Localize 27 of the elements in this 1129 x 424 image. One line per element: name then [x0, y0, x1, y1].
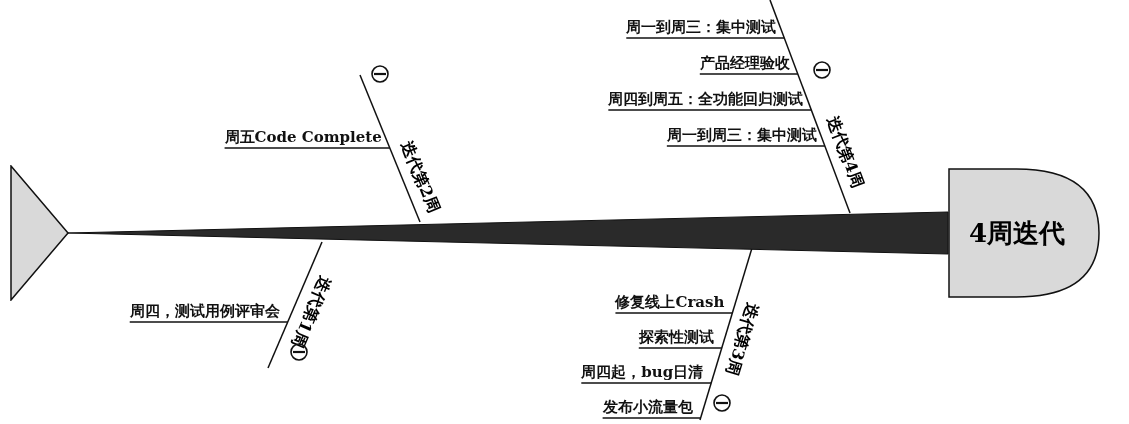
fish-tail: [10, 165, 70, 301]
branch-line: [638, 347, 723, 349]
fish-head: [948, 168, 1100, 298]
task-label: 周五Code Complete: [224, 128, 382, 148]
task-label: 周一到周三：集中测试: [626, 18, 777, 38]
task-label: 周四起，bug日清: [581, 363, 704, 383]
bone-label: 迭代第1周: [287, 273, 334, 350]
task-label: 修复线上Crash: [615, 293, 725, 313]
bone-label: 迭代第4周: [823, 113, 867, 190]
task-label: 探索性测试: [638, 328, 714, 348]
bone-label: 迭代第2周: [397, 139, 443, 216]
branch-line: [666, 145, 826, 147]
branch-line: [129, 321, 289, 323]
task-label: 周四，测试用例评审会: [129, 302, 280, 322]
branch-line: [607, 109, 812, 111]
task-label: 周一到周三：集中测试: [666, 126, 817, 146]
branch-line: [614, 312, 733, 314]
branch-line: [601, 417, 702, 419]
task-label: 周四到周五：全功能回归测试: [608, 90, 804, 110]
task-label: 产品经理验收: [699, 54, 790, 74]
branch-line: [580, 382, 712, 384]
head-label: 4周迭代: [968, 216, 1067, 250]
spine: [67, 211, 949, 255]
task-label: 发布小流量包: [602, 398, 693, 418]
branch-line: [625, 37, 785, 39]
branch-line: [699, 73, 799, 75]
branch-line: [223, 147, 391, 149]
